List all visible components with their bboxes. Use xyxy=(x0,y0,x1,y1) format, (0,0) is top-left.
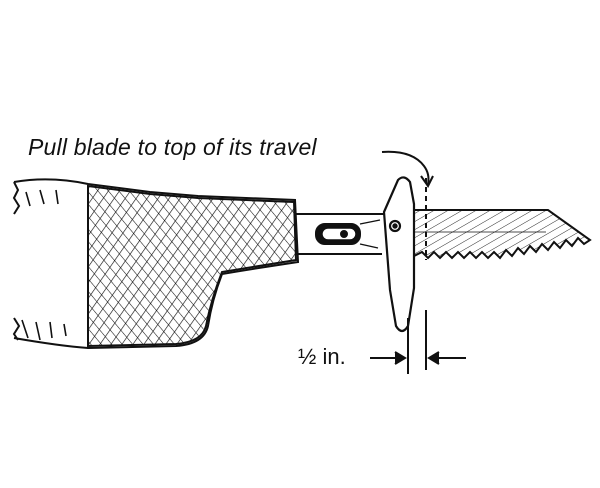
saw-body xyxy=(12,178,300,350)
measurement-label: ½ in. xyxy=(298,344,346,369)
blade-clamp xyxy=(382,176,416,333)
grip-crosshatch xyxy=(87,184,298,348)
plunger-shaft xyxy=(296,213,384,255)
dimension-marks xyxy=(370,310,466,374)
instruction-caption: Pull blade to top of its travel xyxy=(28,134,317,160)
saw-blade xyxy=(413,209,592,260)
caption-leader-arrow xyxy=(381,150,434,188)
